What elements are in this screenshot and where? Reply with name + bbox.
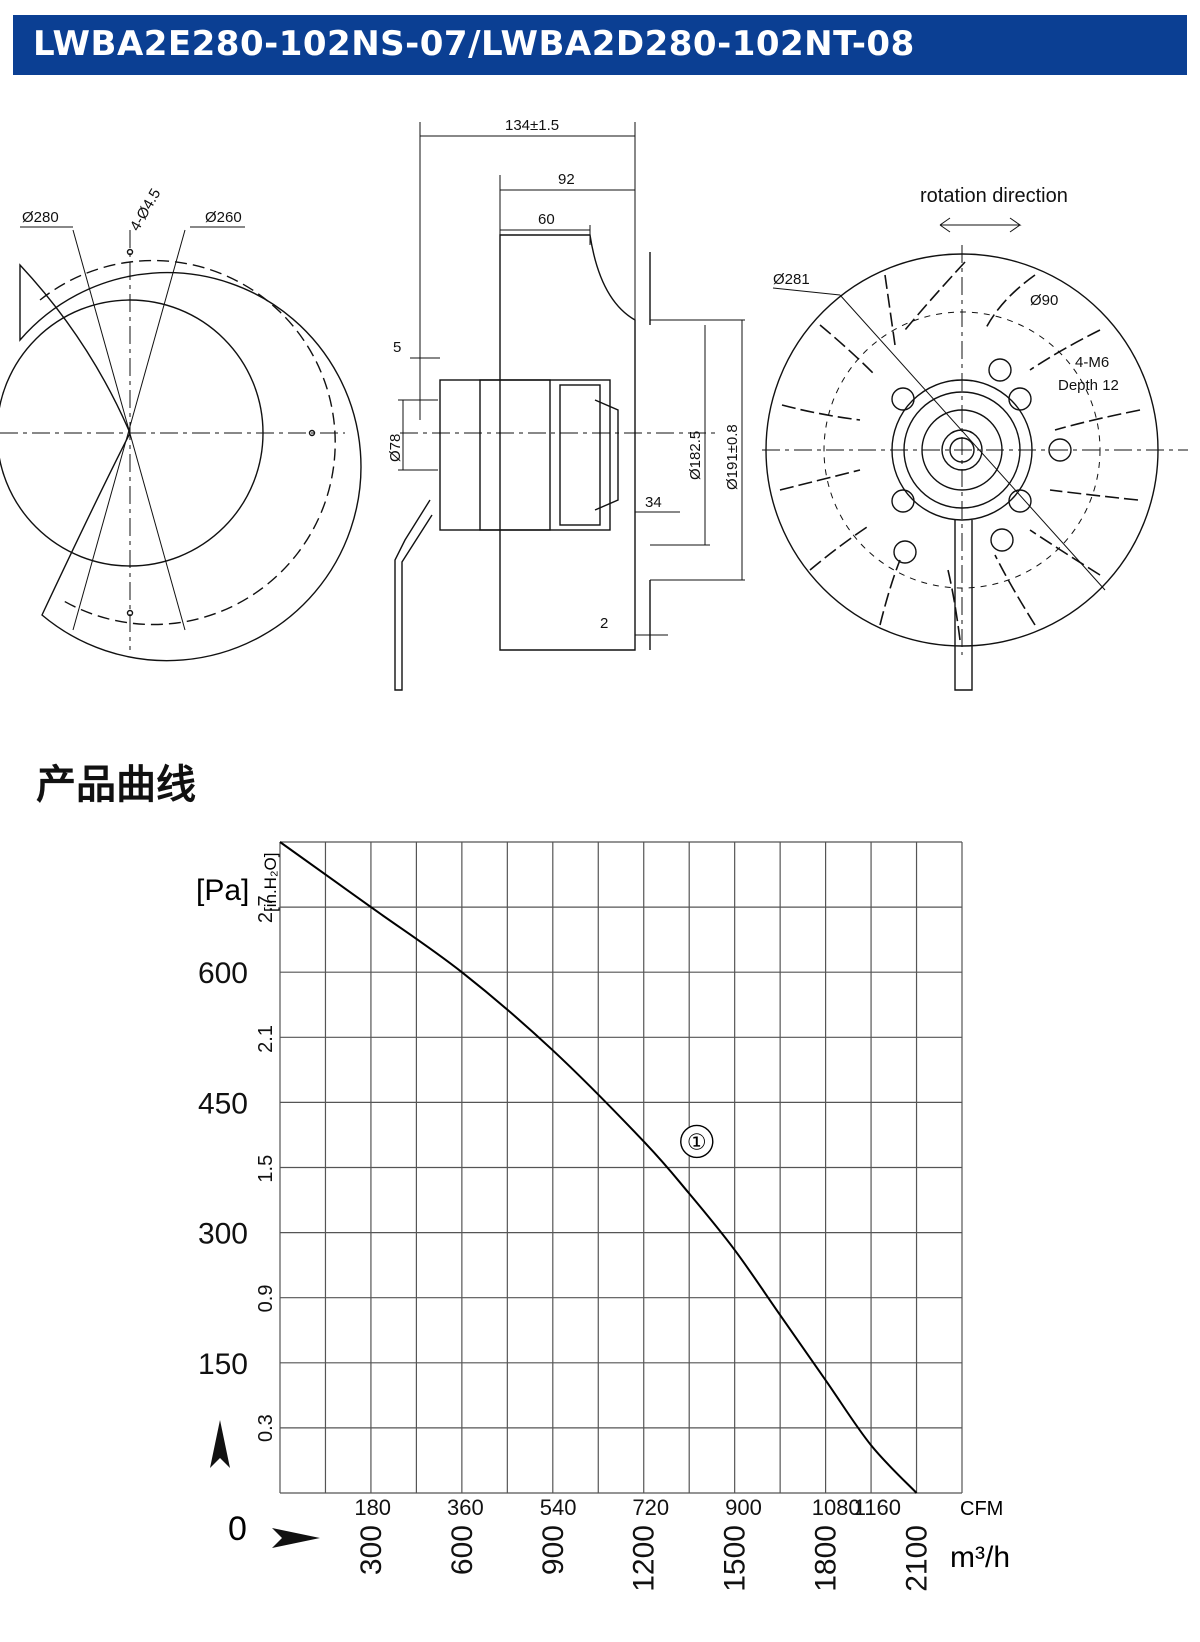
- dim-d281: Ø281: [773, 271, 810, 288]
- dim-92: 92: [558, 171, 575, 188]
- x-arrow-icon: [272, 1528, 320, 1548]
- x-axis-m3h: 300 600 900 1200 1500 1800 2100: [355, 1525, 934, 1592]
- side-view: [394, 122, 745, 691]
- series-label-1: ①: [680, 1124, 714, 1159]
- dim-34: 34: [645, 494, 662, 511]
- y-tick-label-inh2o: 1.5: [255, 1155, 277, 1183]
- x-tick-label-cfm: 540: [540, 1495, 577, 1520]
- page-title: LWBA2E280-102NS-07/LWBA2D280-102NT-08: [33, 24, 915, 64]
- dim-d90: Ø90: [1030, 292, 1058, 309]
- section-title: 产品曲线: [36, 762, 196, 808]
- x-tick-label-m3h: 2100: [901, 1525, 934, 1592]
- y-axis-pa: 150 300 450 600: [198, 957, 248, 1381]
- x-tick-label-m3h: 600: [446, 1525, 479, 1575]
- x-tick-label-cfm: 180: [354, 1495, 391, 1520]
- dimension-drawing: Ø280 4-Ø4.5 Ø260 134±1.5 92 60 5 Ø78 Ø18…: [0, 117, 1188, 691]
- x-tick-label-m3h: 300: [355, 1525, 388, 1575]
- dim-60: 60: [538, 211, 555, 228]
- x-tick-label-cfm: 1160: [854, 1495, 901, 1520]
- y-tick-label-inh2o: 0.9: [255, 1285, 277, 1313]
- x-unit-m3h: m³/h: [950, 1541, 1010, 1574]
- dim-2: 2: [600, 615, 608, 632]
- x-unit-cfm: CFM: [960, 1498, 1003, 1520]
- front-view-left: [0, 226, 362, 662]
- x-tick-label-cfm: 360: [447, 1495, 484, 1520]
- dim-d182: Ø182.5: [687, 431, 704, 480]
- dim-5: 5: [393, 339, 401, 356]
- x-tick-label-m3h: 1200: [628, 1525, 661, 1592]
- dim-d280: Ø280: [22, 209, 59, 226]
- series-label-text: ①: [687, 1130, 707, 1155]
- y-arrow-icon: [210, 1420, 230, 1468]
- x-tick-label-m3h: 1800: [810, 1525, 843, 1592]
- x-tick-label-cfm: 1080: [812, 1495, 861, 1520]
- dim-d191: Ø191±0.8: [724, 424, 741, 490]
- y-tick-label-inh2o: 0.3: [255, 1414, 277, 1442]
- y-tick-label-pa: 600: [198, 957, 248, 990]
- y-tick-label-pa: 150: [198, 1348, 248, 1381]
- chart-grid: [279, 841, 963, 1494]
- dim-depth: Depth 12: [1058, 377, 1119, 394]
- x-tick-label-m3h: 900: [537, 1525, 570, 1575]
- series-line-1: [279, 841, 918, 1494]
- dim-m6: 4-M6: [1075, 354, 1109, 371]
- y-unit-inh2o: [in.H₂O]: [261, 853, 280, 913]
- y-tick-label-pa: 300: [198, 1218, 248, 1251]
- y-tick-label-inh2o: 2.7: [255, 895, 277, 923]
- dim-d260: Ø260: [205, 209, 242, 226]
- y-axis-inh2o: 0.3 0.9 1.5 2.1 2.7: [255, 895, 277, 1442]
- rotation-label: rotation direction: [920, 185, 1068, 207]
- y-unit-pa: [Pa]: [196, 874, 249, 907]
- dim-d78: Ø78: [387, 434, 404, 462]
- origin-label: 0: [228, 1510, 247, 1548]
- front-view-right: [762, 217, 1188, 691]
- y-tick-label-inh2o: 2.1: [255, 1025, 277, 1053]
- x-tick-label-m3h: 1500: [719, 1525, 752, 1592]
- x-tick-label-cfm: 900: [725, 1495, 762, 1520]
- dim-134: 134±1.5: [505, 117, 559, 134]
- y-tick-label-pa: 450: [198, 1087, 248, 1120]
- title-bar: LWBA2E280-102NS-07/LWBA2D280-102NT-08: [13, 15, 1187, 75]
- x-tick-label-cfm: 720: [632, 1495, 669, 1520]
